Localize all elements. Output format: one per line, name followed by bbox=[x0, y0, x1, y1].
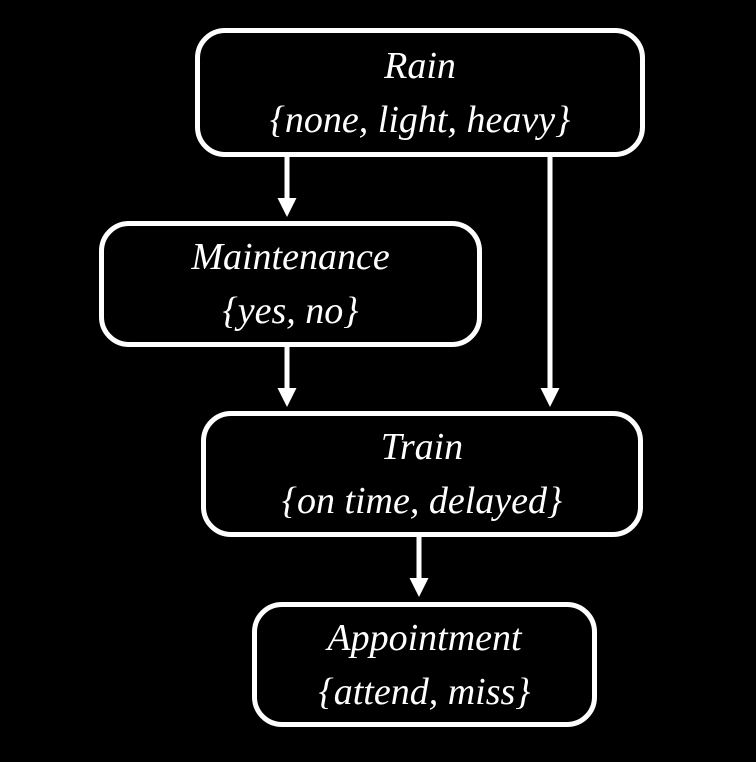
arrowhead-icon bbox=[277, 388, 297, 407]
node-train-values: {on time, delayed} bbox=[281, 480, 563, 522]
node-appointment: Appointment {attend, miss} bbox=[252, 602, 597, 727]
edge-rain-to-train bbox=[540, 155, 560, 407]
arrowhead-icon bbox=[409, 578, 429, 597]
node-appointment-label: Appointment bbox=[327, 616, 522, 659]
node-appointment-values: {attend, miss} bbox=[318, 670, 531, 713]
node-rain-values: {none, light, heavy} bbox=[269, 98, 571, 141]
edge-train-to-appointment bbox=[409, 535, 429, 597]
arrowhead-icon bbox=[540, 388, 560, 407]
node-rain: Rain {none, light, heavy} bbox=[195, 28, 645, 157]
node-maintenance: Maintenance {yes, no} bbox=[99, 221, 482, 347]
edge-maintenance-to-train bbox=[277, 345, 297, 407]
node-maintenance-values: {yes, no} bbox=[222, 290, 359, 332]
node-train: Train {on time, delayed} bbox=[201, 411, 643, 537]
node-maintenance-label: Maintenance bbox=[191, 236, 390, 278]
arrowhead-icon bbox=[277, 198, 297, 217]
node-train-label: Train bbox=[380, 426, 464, 468]
edge-rain-to-maintenance bbox=[277, 155, 297, 217]
node-rain-label: Rain bbox=[384, 44, 456, 87]
